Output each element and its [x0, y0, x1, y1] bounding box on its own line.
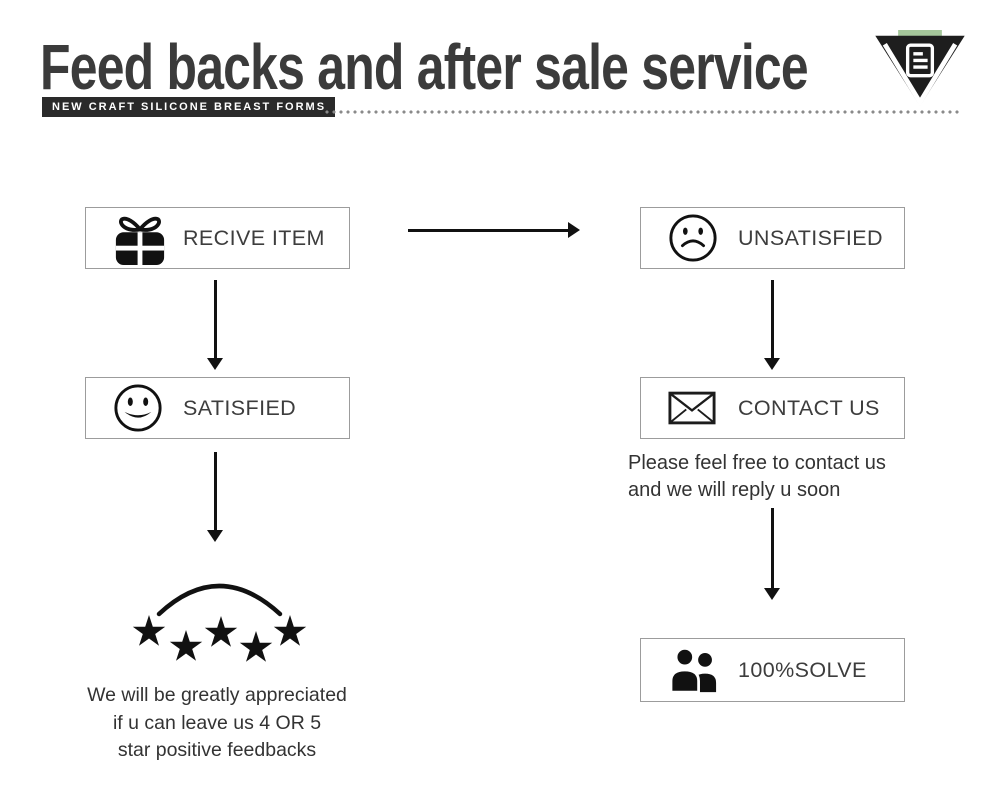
receive-item-label: RECIVE ITEM [183, 225, 325, 250]
people-icon [668, 647, 738, 693]
satisfied-box: SATISFIED [85, 377, 350, 439]
contact-us-box: CONTACT US [640, 377, 905, 439]
dotted-divider [325, 110, 962, 114]
arrow-unsatisfied-to-contact [764, 280, 780, 370]
feedback-note: We will be greatly appreciated if u can … [47, 682, 387, 765]
smiley-face-icon [113, 383, 183, 433]
feedback-note-line: We will be greatly appreciated [87, 684, 347, 706]
unsatisfied-label: UNSATISFIED [738, 225, 883, 250]
satisfied-label: SATISFIED [183, 395, 297, 420]
envelope-icon [668, 391, 738, 425]
feedback-note-line: if u can leave us 4 OR 5 [112, 711, 322, 734]
gift-icon [113, 209, 183, 267]
feedback-note-line: star positive feedbacks [117, 739, 317, 761]
contact-note: Please feel free to contact us and we wi… [628, 450, 958, 504]
solve-label: 100%SOLVE [738, 657, 867, 682]
arrow-receive-to-satisfied [207, 280, 223, 370]
unsatisfied-box: UNSATISFIED [640, 207, 905, 269]
solve-box: 100%SOLVE [640, 638, 905, 702]
contact-us-label: CONTACT US [738, 395, 880, 420]
brand-badge: NEW CRAFT SILICONE BREAST FORMS [42, 97, 336, 117]
arrow-satisfied-to-stars [207, 452, 223, 542]
page-title: Feed backs and after sale service [40, 31, 809, 103]
contact-note-line: Please feel free to contact us [628, 452, 886, 474]
receive-item-box: RECIVE ITEM [85, 207, 350, 269]
brand-triangle-logo-icon [875, 30, 965, 107]
five-stars-arc-icon [132, 583, 307, 662]
arrow-receive-to-unsatisfied [408, 222, 580, 238]
contact-note-line: and we will reply u soon [628, 479, 841, 501]
sad-face-icon [668, 213, 738, 263]
arrow-contact-to-solve [764, 508, 780, 600]
